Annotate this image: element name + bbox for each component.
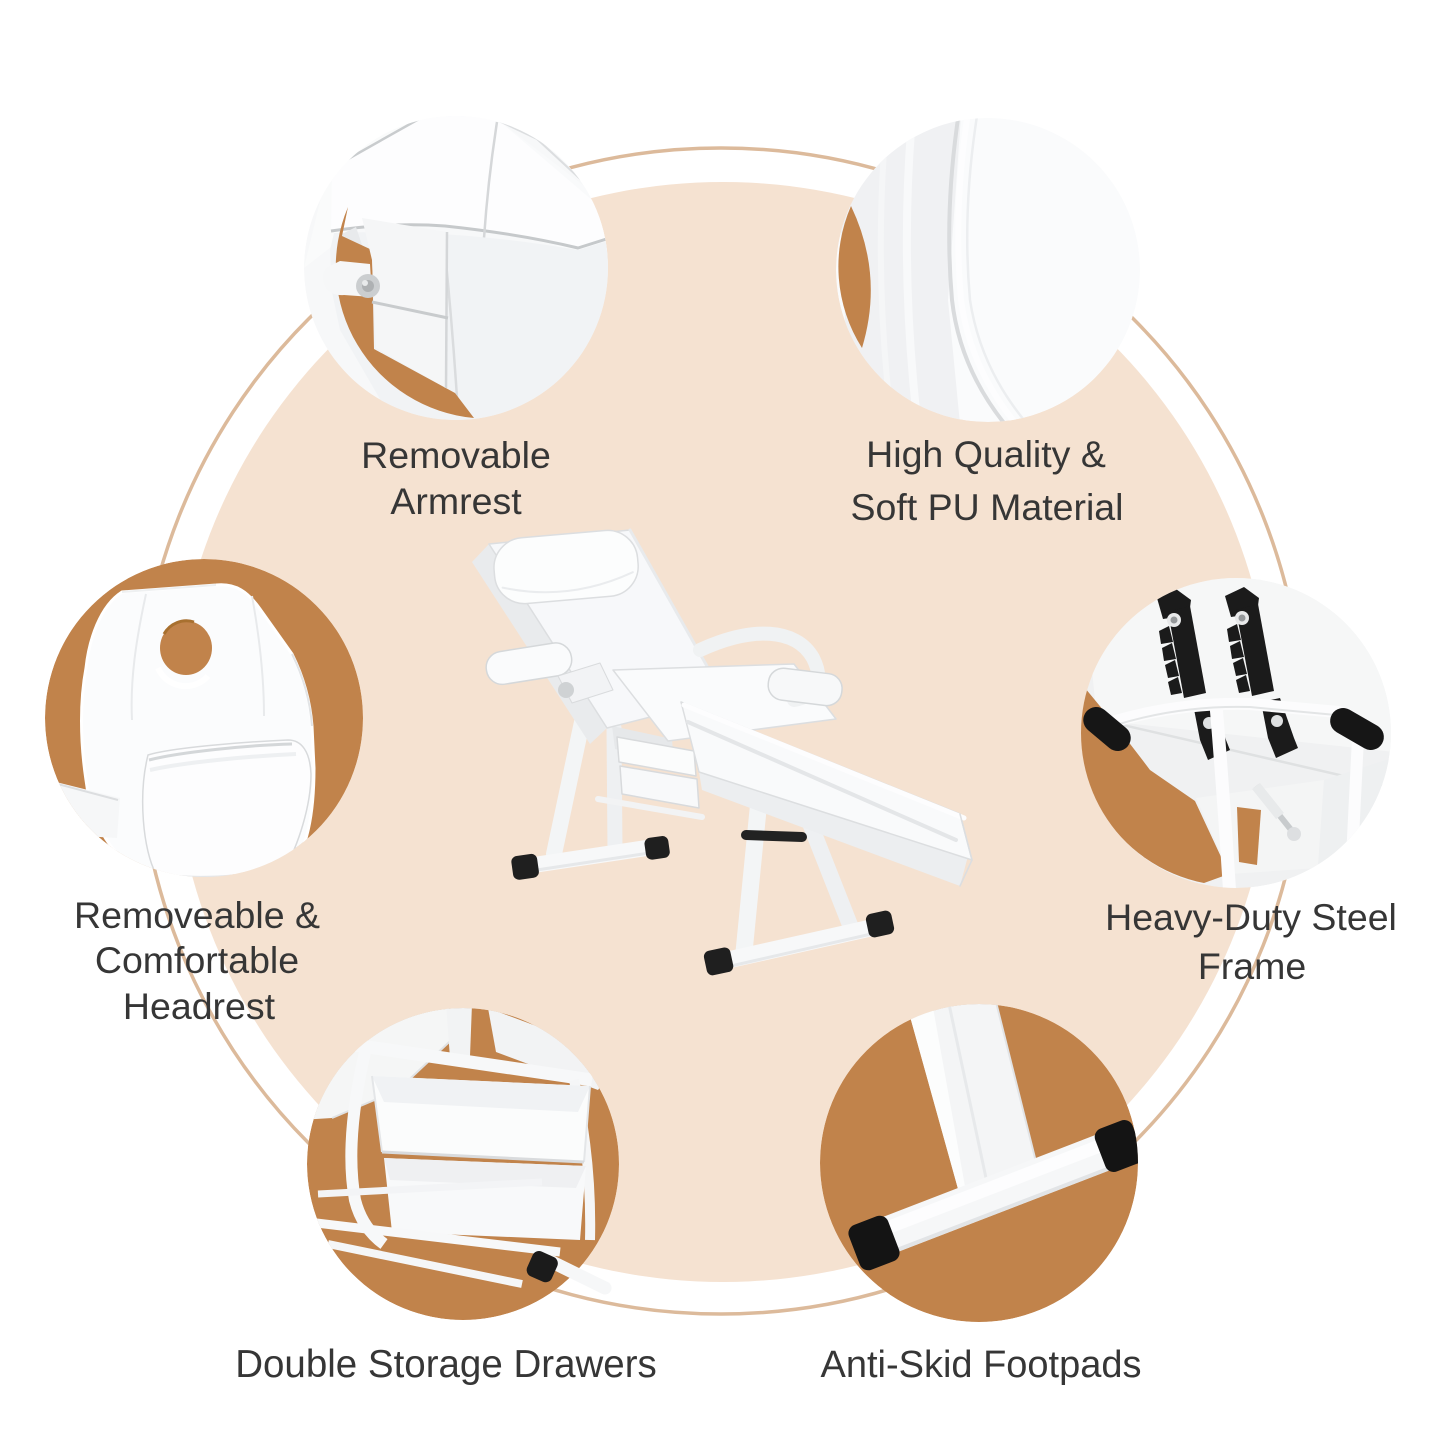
svg-text:Headrest: Headrest [123, 985, 276, 1027]
svg-text:Removable: Removable [361, 434, 551, 476]
svg-text:Armrest: Armrest [390, 480, 522, 522]
svg-text:Anti-Skid Footpads: Anti-Skid Footpads [820, 1344, 1141, 1386]
svg-text:High Quality &: High Quality & [866, 433, 1106, 475]
svg-text:Removeable &: Removeable & [74, 894, 320, 936]
svg-text:Double Storage Drawers: Double Storage Drawers [235, 1343, 657, 1386]
svg-text:Heavy-Duty Steel: Heavy-Duty Steel [1105, 896, 1397, 938]
svg-text:Comfortable: Comfortable [95, 939, 299, 981]
svg-text:Soft PU Material: Soft PU Material [850, 486, 1123, 528]
svg-text:Frame: Frame [1198, 945, 1306, 987]
